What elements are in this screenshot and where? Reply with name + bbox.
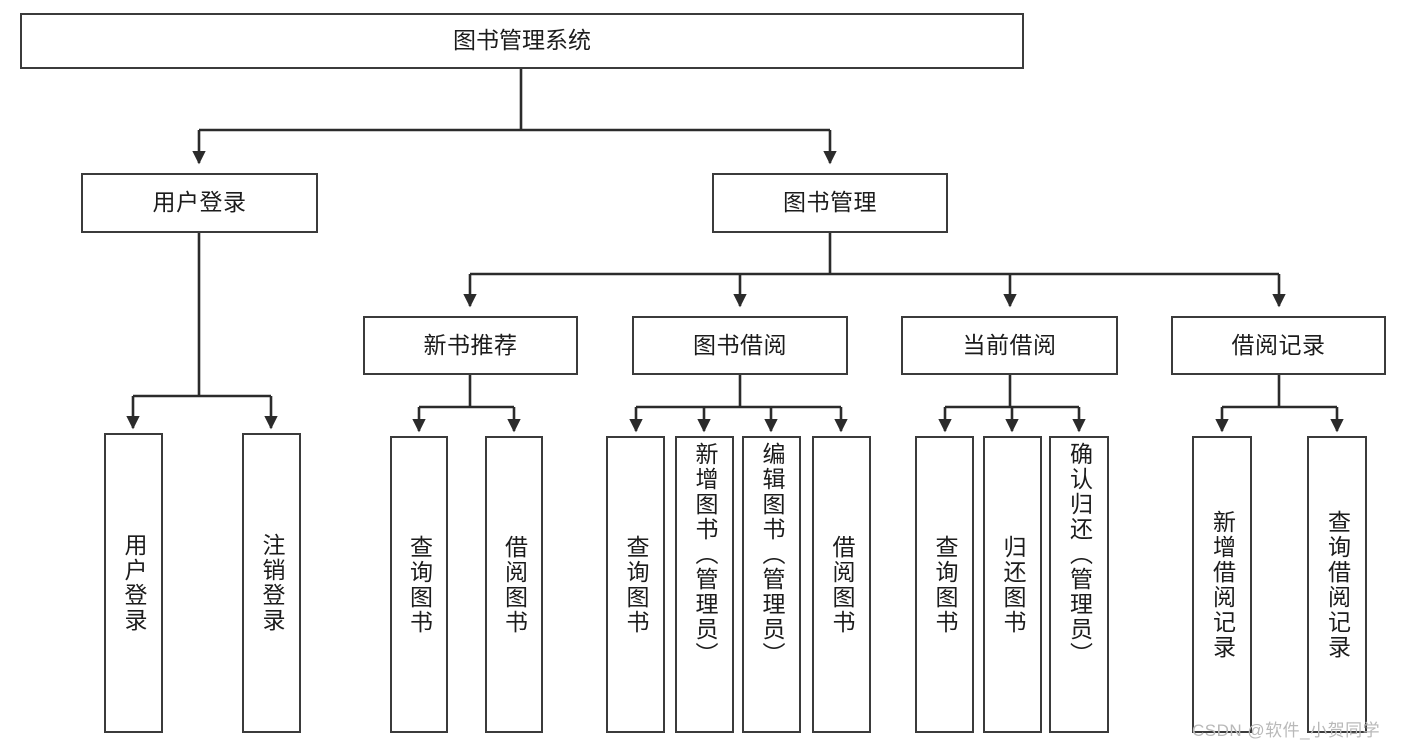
node-leaf-add-book-label: 新增图书（管理员）	[692, 442, 718, 667]
node-leaf-query-record-label: 查询借阅记录	[1324, 509, 1351, 660]
node-leaf-query-book-1[interactable]: 查询图书	[390, 436, 448, 733]
node-leaf-confirm-return-label: 确认归还（管理员）	[1066, 442, 1093, 667]
node-leaf-query-book-2[interactable]: 查询图书	[606, 436, 665, 733]
node-book-management[interactable]: 图书管理	[712, 173, 948, 233]
node-new-book-recommend-label: 新书推荐	[423, 331, 518, 358]
node-leaf-edit-book-label: 编辑图书（管理员）	[759, 442, 785, 667]
node-leaf-query-book-3-label: 查询图书	[932, 534, 958, 635]
node-leaf-query-book-3[interactable]: 查询图书	[915, 436, 974, 733]
node-root[interactable]: 图书管理系统	[20, 13, 1024, 69]
node-user-login-label: 用户登录	[152, 189, 247, 216]
node-book-management-label: 图书管理	[783, 189, 877, 216]
node-leaf-query-book-1-label: 查询图书	[406, 534, 433, 635]
node-current-borrow[interactable]: 当前借阅	[901, 316, 1118, 375]
node-leaf-borrow-book-2-label: 借阅图书	[829, 534, 855, 635]
node-leaf-return-book[interactable]: 归还图书	[983, 436, 1042, 733]
node-current-borrow-label: 当前借阅	[962, 331, 1057, 358]
node-leaf-user-login-label: 用户登录	[121, 533, 147, 633]
node-leaf-query-record[interactable]: 查询借阅记录	[1307, 436, 1367, 733]
node-user-login[interactable]: 用户登录	[81, 173, 318, 233]
node-leaf-logout[interactable]: 注销登录	[242, 433, 301, 733]
node-root-label: 图书管理系统	[453, 27, 591, 54]
node-leaf-return-book-label: 归还图书	[1000, 534, 1026, 635]
node-leaf-user-login[interactable]: 用户登录	[104, 433, 163, 733]
node-leaf-query-book-2-label: 查询图书	[623, 534, 649, 635]
node-leaf-borrow-book-1-label: 借阅图书	[501, 534, 528, 635]
node-leaf-add-record[interactable]: 新增借阅记录	[1192, 436, 1252, 733]
node-leaf-logout-label: 注销登录	[259, 533, 285, 633]
node-borrow-record[interactable]: 借阅记录	[1171, 316, 1386, 375]
node-leaf-borrow-book-1[interactable]: 借阅图书	[485, 436, 543, 733]
node-leaf-add-book[interactable]: 新增图书（管理员）	[675, 436, 734, 733]
watermark: CSDN @软件_小贺同学	[1192, 721, 1381, 740]
node-leaf-edit-book[interactable]: 编辑图书（管理员）	[742, 436, 801, 733]
node-leaf-borrow-book-2[interactable]: 借阅图书	[812, 436, 871, 733]
node-leaf-add-record-label: 新增借阅记录	[1209, 509, 1236, 660]
node-new-book-recommend[interactable]: 新书推荐	[363, 316, 578, 375]
node-book-borrow-label: 图书借阅	[693, 331, 787, 358]
node-book-borrow[interactable]: 图书借阅	[632, 316, 848, 375]
node-leaf-confirm-return[interactable]: 确认归还（管理员）	[1049, 436, 1109, 733]
node-borrow-record-label: 借阅记录	[1231, 331, 1326, 358]
